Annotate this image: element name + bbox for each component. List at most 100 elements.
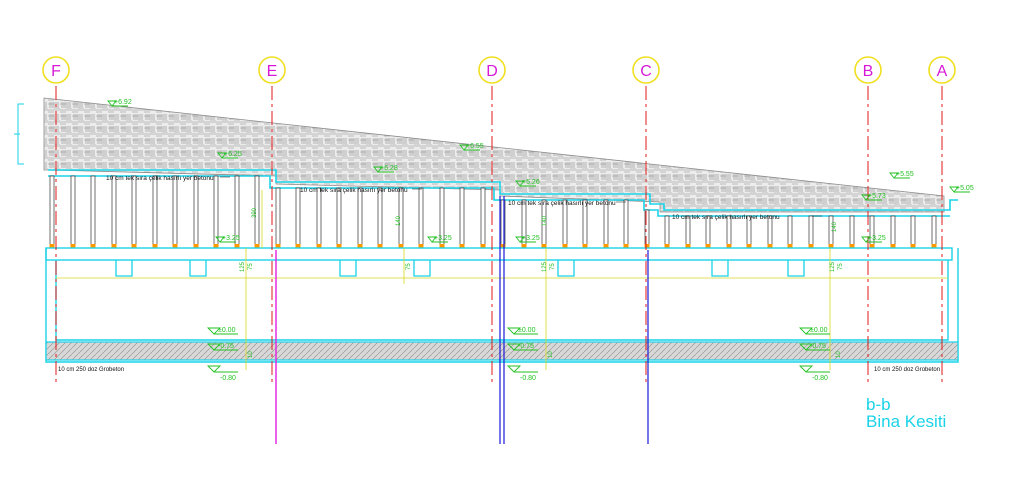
level-roof-right-a: +5.05 bbox=[956, 185, 974, 192]
beam-stub bbox=[115, 260, 133, 277]
pier-column bbox=[931, 215, 937, 249]
pier-column bbox=[582, 199, 588, 249]
dim-140-ed: 140 bbox=[396, 215, 402, 226]
dim-390: 390 bbox=[252, 207, 258, 218]
pier-column bbox=[459, 187, 465, 249]
axis-bubble-d: D bbox=[478, 56, 506, 84]
pier-column bbox=[357, 187, 363, 249]
pier-column bbox=[49, 175, 55, 249]
level-bottom-left: -0.80 bbox=[220, 375, 236, 382]
pier-column bbox=[193, 175, 199, 249]
level-beam-cb: +3.25 bbox=[868, 235, 886, 242]
section-code: b-b bbox=[866, 395, 891, 414]
pier-column bbox=[910, 215, 916, 249]
level-sub-left: -0.75 bbox=[218, 343, 234, 350]
column-group bbox=[49, 175, 937, 249]
section-title-block: b-b Bina Kesiti bbox=[866, 396, 946, 430]
foundation-slab bbox=[45, 341, 959, 361]
pier-column bbox=[869, 215, 875, 249]
beam-stub bbox=[339, 260, 357, 277]
pier-column bbox=[480, 187, 486, 249]
beam-stub bbox=[557, 260, 575, 277]
dim-75-right: 75 bbox=[838, 263, 844, 270]
beam-stub bbox=[711, 260, 729, 277]
axis-bubble-f: F bbox=[42, 56, 70, 84]
dim-10-right: 10 bbox=[836, 351, 842, 358]
pier-column bbox=[131, 175, 137, 249]
level-beam-dc: +3.25 bbox=[522, 235, 540, 242]
roof-slabs bbox=[48, 169, 958, 217]
axis-bubble-a: A bbox=[928, 56, 956, 84]
pier-column bbox=[808, 215, 814, 249]
pier-column bbox=[295, 187, 301, 249]
pier-column bbox=[849, 215, 855, 249]
pier-column bbox=[890, 215, 896, 249]
slab-note-fe: 10 cm tek sıra çelik hasırlı yer betonu bbox=[106, 175, 214, 182]
level-step-d: +6.28 bbox=[380, 165, 398, 172]
dim-125-mid: 125 bbox=[542, 261, 548, 272]
slab-note-ed: 10 cm tek sıra çelik hasırlı yer betonu bbox=[300, 187, 408, 194]
dim-10-left: 10 bbox=[248, 351, 254, 358]
pier-column bbox=[70, 175, 76, 249]
level-zero-right: ±0.00 bbox=[810, 327, 828, 334]
pier-column bbox=[90, 175, 96, 249]
pier-column bbox=[336, 187, 342, 249]
level-beam-ed: +3.25 bbox=[434, 235, 452, 242]
dim-140-mid: 140 bbox=[542, 215, 548, 226]
pier-column bbox=[664, 215, 670, 249]
axis-bubble-c: C bbox=[632, 56, 660, 84]
axis-label-f: F bbox=[51, 63, 61, 80]
pier-column bbox=[418, 187, 424, 249]
level-beam-fe: +3.25 bbox=[222, 235, 240, 242]
pier-column bbox=[787, 215, 793, 249]
level-bottom-right: -0.80 bbox=[812, 375, 828, 382]
pier-column bbox=[316, 187, 322, 249]
level-roof-mid: +6.55 bbox=[466, 143, 484, 150]
dim-125-left: 125 bbox=[240, 261, 246, 272]
dimension-lines bbox=[56, 190, 948, 370]
dim-75-left: 75 bbox=[248, 263, 254, 270]
level-zero-mid: ±0.00 bbox=[518, 327, 536, 334]
pier-column bbox=[275, 187, 281, 249]
pier-column bbox=[644, 209, 650, 249]
dim-75-mid: 75 bbox=[550, 263, 556, 270]
pier-column bbox=[500, 199, 506, 249]
level-step-e: +6.25 bbox=[224, 151, 242, 158]
beam-stub-group bbox=[115, 260, 805, 277]
dim-75-ed: 75 bbox=[406, 263, 412, 270]
grobeton-right: 10 cm 250 doz Grobeton bbox=[874, 367, 940, 373]
axis-label-b: B bbox=[863, 63, 874, 80]
axis-bubble-b: B bbox=[854, 56, 882, 84]
grobeton-left: 10 cm 250 doz Grobeton bbox=[58, 367, 124, 373]
dim-140-right: 140 bbox=[832, 221, 838, 232]
axis-label-e: E bbox=[267, 63, 278, 80]
pier-column bbox=[377, 187, 383, 249]
level-roof-left: +6.92 bbox=[114, 99, 132, 106]
beam-stub bbox=[413, 260, 431, 277]
pier-column bbox=[623, 199, 629, 249]
level-zero-left: ±0.00 bbox=[218, 327, 236, 334]
pier-column bbox=[603, 199, 609, 249]
dim-10-mid: 10 bbox=[548, 351, 554, 358]
axis-bubble-e: E bbox=[258, 56, 286, 84]
pier-column bbox=[152, 175, 158, 249]
axis-label-d: D bbox=[486, 63, 498, 80]
level-sub-right: -0.75 bbox=[810, 343, 826, 350]
level-roof-right-b: +5.55 bbox=[896, 171, 914, 178]
pier-column bbox=[172, 175, 178, 249]
level-markers bbox=[107, 100, 970, 373]
pier-column bbox=[111, 175, 117, 249]
level-step-b: +5.73 bbox=[868, 193, 886, 200]
axis-label-a: A bbox=[937, 63, 948, 80]
beam-stub bbox=[787, 260, 805, 277]
level-bottom-mid: -0.80 bbox=[520, 375, 536, 382]
slab-note-cb: 10 cm tek sıra çelik hasırlı yer betonu bbox=[672, 214, 780, 221]
beam-stub bbox=[189, 260, 207, 277]
pier-column bbox=[562, 199, 568, 249]
section-name: Bina Kesiti bbox=[866, 412, 947, 431]
dim-125-right: 125 bbox=[830, 261, 836, 272]
axis-label-c: C bbox=[640, 63, 652, 80]
level-step-c: +5.26 bbox=[522, 179, 540, 186]
